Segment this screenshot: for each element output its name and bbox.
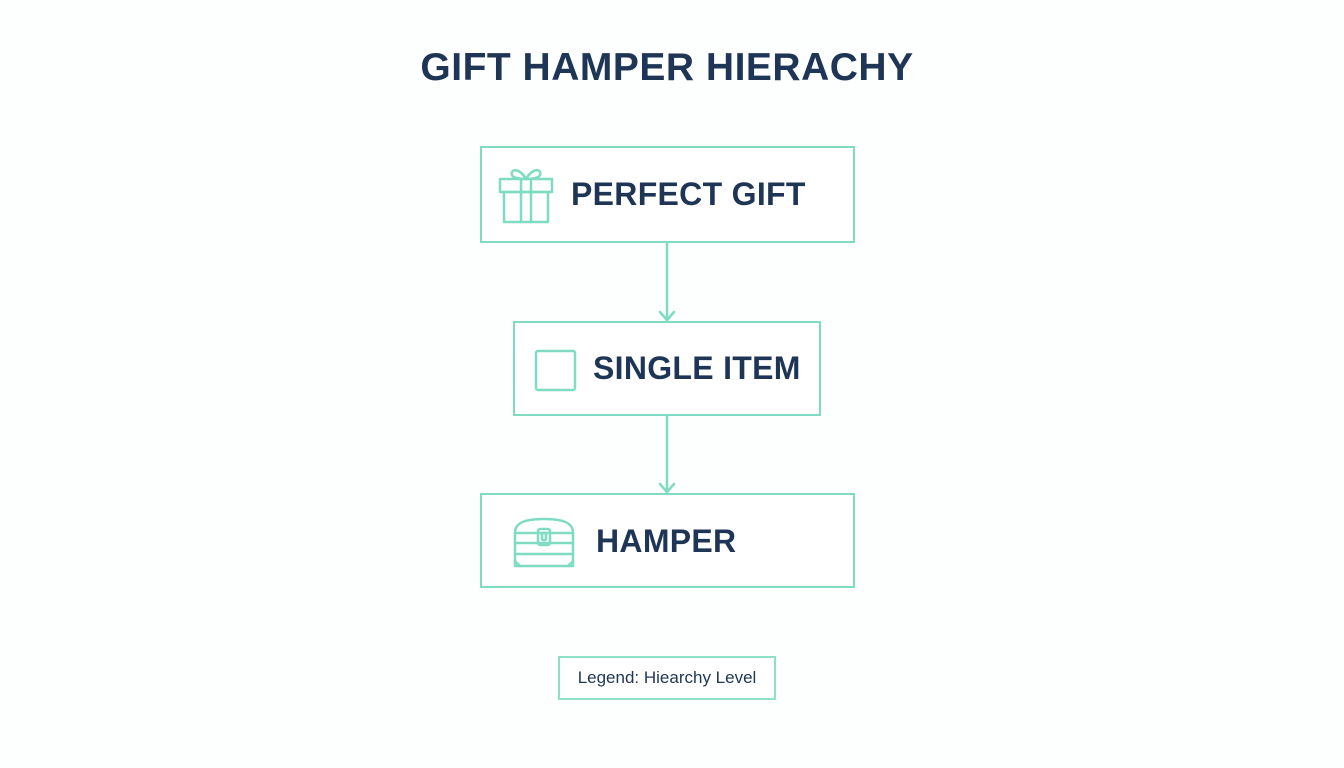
diagram-title: GIFT HAMPER HIERACHY — [420, 46, 914, 89]
node-label: SINGLE ITEM — [593, 350, 801, 386]
arrowhead-item — [658, 310, 676, 322]
square-icon — [533, 348, 578, 393]
gift-box-icon — [497, 163, 555, 225]
node-single-item: SINGLE ITEM — [513, 321, 821, 416]
node-hamper: HAMPER — [480, 493, 855, 588]
legend-text: Legend: Hiearchy Level — [577, 668, 757, 687]
node-perfect-gift: PERFECT GIFT — [480, 146, 855, 243]
legend-box: Legend: Hiearchy Level — [558, 656, 776, 700]
node-label: HAMPER — [596, 523, 737, 559]
arrowhead-hamper — [658, 482, 676, 494]
chest-icon — [512, 517, 576, 569]
node-label: PERFECT GIFT — [571, 176, 806, 212]
